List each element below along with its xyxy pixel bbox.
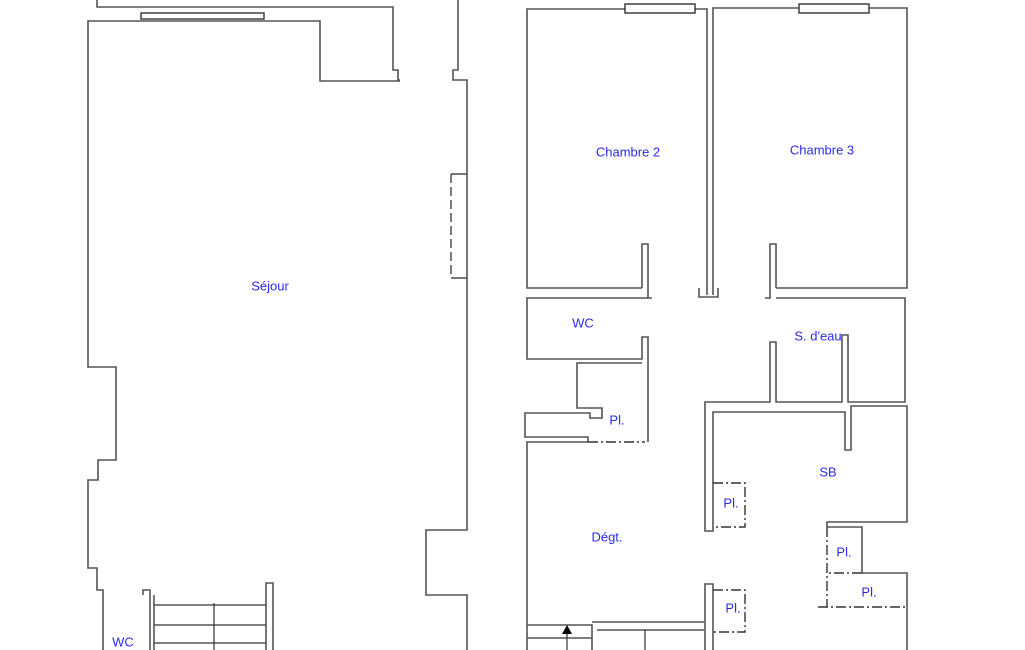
window	[624, 3, 696, 14]
closet-door	[713, 589, 746, 633]
sejour-outline	[87, 20, 400, 650]
room-label-salle-eau: S. d'eau	[794, 328, 841, 343]
upper-floor-plan: Chambre 2 Chambre 3 WC S. d'eau Pl. SB D…	[524, 3, 908, 650]
salle-eau-walls	[704, 297, 908, 532]
window	[798, 3, 870, 14]
room-label-degagement: Dégt.	[591, 529, 622, 544]
staircase	[142, 582, 274, 650]
room-label-wc: WC	[112, 634, 134, 649]
room-label-chambre-3: Chambre 3	[790, 142, 854, 157]
room-label-sb: SB	[819, 464, 836, 479]
room-label-chambre-2: Chambre 2	[596, 144, 660, 159]
right-upper-wall	[425, 0, 468, 650]
closet-door	[713, 482, 746, 528]
room-label-wc: WC	[572, 315, 594, 330]
top-wall	[96, 0, 400, 81]
room-label-sejour: Séjour	[251, 278, 289, 293]
room-label-placard: Pl.	[861, 584, 876, 599]
chambre2-walls	[526, 8, 708, 295]
wc-walls	[526, 297, 649, 442]
staircase	[527, 621, 704, 650]
room-label-placard: Pl.	[725, 600, 740, 615]
room-label-placard: Pl.	[609, 412, 624, 427]
room-label-placard: Pl.	[723, 495, 738, 510]
ground-floor-plan: Séjour WC	[87, 0, 468, 650]
arrow-up-icon	[562, 625, 572, 634]
room-label-placard: Pl.	[836, 544, 851, 559]
window	[140, 12, 265, 20]
